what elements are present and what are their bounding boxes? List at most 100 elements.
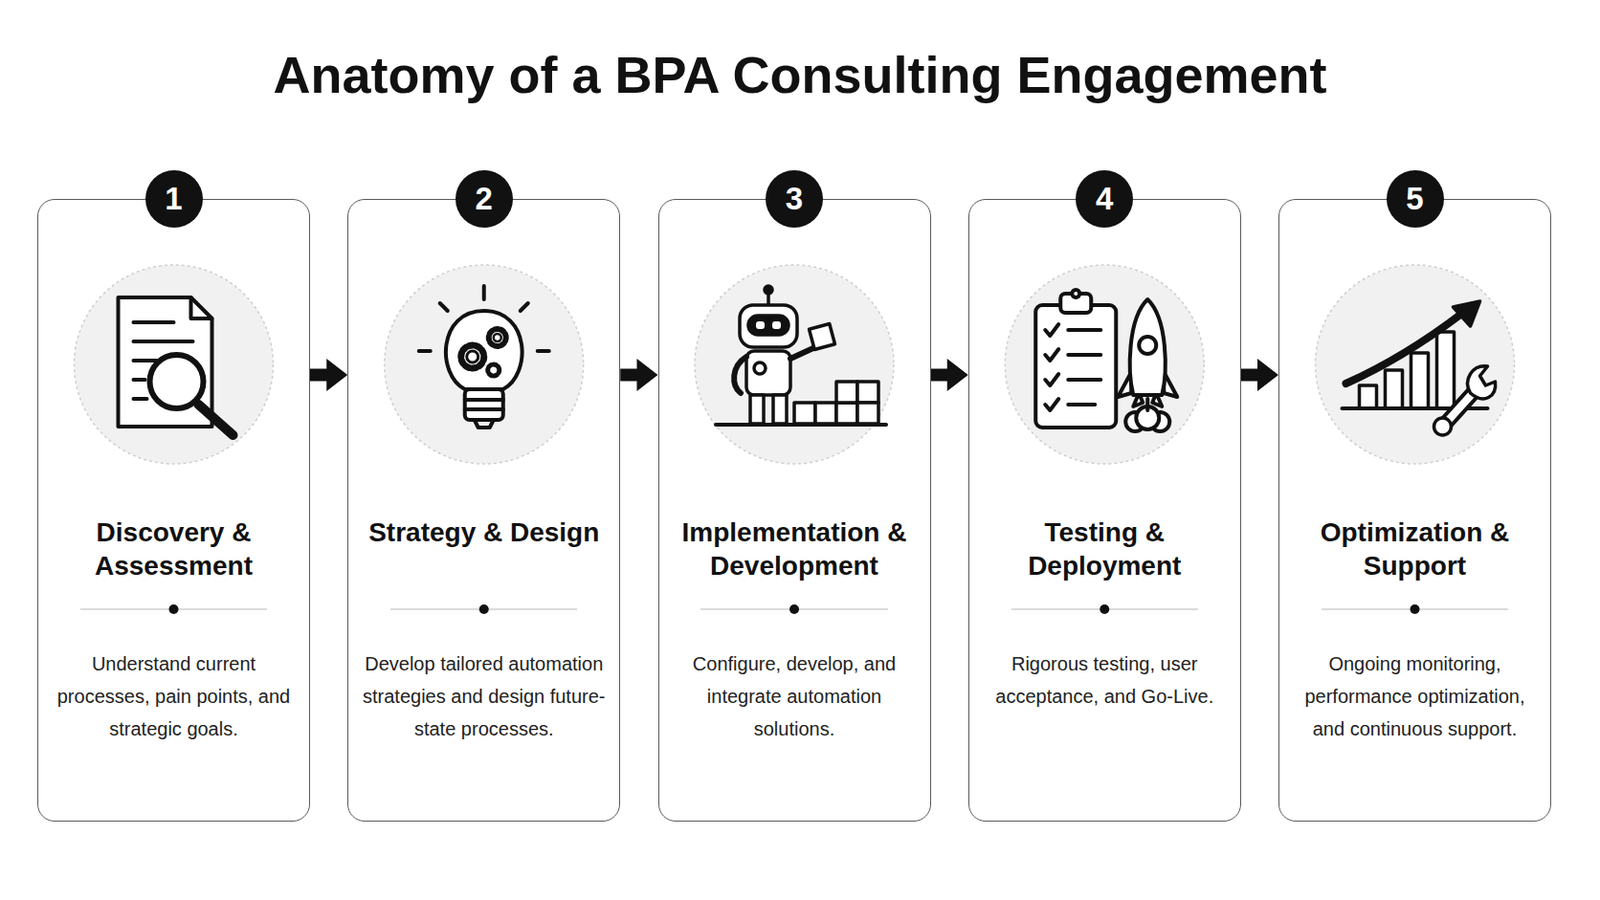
clipboard-rocket-icon xyxy=(1035,289,1178,432)
clipboard-rocket-icon-part xyxy=(1044,324,1059,336)
lightbulb-icon-part xyxy=(440,303,448,312)
clipboard-rocket-icon-part xyxy=(1044,399,1059,411)
clipboard-rocket-icon-part xyxy=(1044,349,1059,361)
robot-icon-part xyxy=(764,286,773,294)
document-search-icon-part xyxy=(133,397,148,401)
robot-icon-part xyxy=(755,321,765,330)
document-search-icon-part xyxy=(199,404,234,436)
growth-chart-icon-part xyxy=(1467,366,1496,400)
clipboard-rocket-icon-part xyxy=(1067,402,1095,407)
robot-icon-part xyxy=(836,402,858,424)
step-number: 1 xyxy=(145,170,203,228)
step-number: 5 xyxy=(1386,170,1445,228)
flow-arrow xyxy=(1241,358,1279,392)
phase-card: Implementation & DevelopmentConfigure, d… xyxy=(658,199,932,823)
robot-icon-part xyxy=(772,321,781,330)
dividers-part xyxy=(169,604,1421,615)
robot-icon xyxy=(715,286,887,425)
document-search-icon-part xyxy=(133,358,157,363)
growth-chart-icon-part xyxy=(1359,385,1378,409)
dividers xyxy=(80,604,1509,615)
lightbulb-icon-part xyxy=(466,351,479,363)
lightbulb-icon-part xyxy=(419,349,431,354)
robot-icon-part xyxy=(754,362,766,375)
clipboard-rocket-icon-part xyxy=(1067,328,1101,333)
growth-chart-icon-part xyxy=(1453,301,1481,327)
clipboard-rocket-icon-part xyxy=(1067,353,1101,357)
dividers-part xyxy=(169,604,179,615)
icon-backdrops-part xyxy=(384,265,584,465)
step-number: 2 xyxy=(455,170,513,228)
phase-heading: Optimization & Support xyxy=(1288,515,1541,583)
step-number: 4 xyxy=(1075,170,1134,228)
lightbulb-icon-part xyxy=(488,329,507,347)
clipboard-rocket-icon-part xyxy=(1067,377,1101,382)
flow-arrow xyxy=(310,358,348,392)
icon-backdrops-part xyxy=(694,265,894,465)
document-search-icon xyxy=(118,297,234,436)
lightbulb-icon xyxy=(419,286,550,428)
robot-icon-part xyxy=(794,402,816,424)
clipboard-rocket-icon-part xyxy=(1138,336,1156,355)
phase-heading: Implementation & Development xyxy=(668,515,921,583)
clipboard-rocket-icon-part xyxy=(1145,399,1150,411)
clipboard-rocket-icon-part xyxy=(1071,289,1080,298)
phase-card: Optimization & SupportOngoing monitoring… xyxy=(1278,199,1552,823)
flow-arrow xyxy=(620,358,658,392)
lightbulb-icon-part xyxy=(488,364,500,377)
phase-card: Discovery & AssessmentUnderstand current… xyxy=(37,199,311,823)
lightbulb-icon-part xyxy=(465,398,504,402)
icon-backdrops-part xyxy=(1315,265,1515,465)
document-search-icon-part xyxy=(133,320,175,325)
dividers-part xyxy=(789,604,800,615)
phase-description: Develop tailored automation strategies a… xyxy=(357,647,610,746)
phase-description: Configure, develop, and integrate automa… xyxy=(668,647,921,746)
document-search-icon-part xyxy=(191,297,213,319)
dividers-part xyxy=(1099,604,1110,615)
dividers-part xyxy=(479,604,489,615)
icon-backdrops-part xyxy=(74,265,274,465)
growth-chart-icon-part xyxy=(1385,370,1403,409)
document-search-icon-part xyxy=(133,339,194,344)
phase-heading: Discovery & Assessment xyxy=(47,515,300,583)
clipboard-rocket-icon-part xyxy=(1035,305,1116,428)
icon-backdrops xyxy=(74,265,1515,465)
robot-icon-part xyxy=(746,351,791,396)
lightbulb-icon-part xyxy=(537,349,550,354)
flow-arrow xyxy=(931,358,969,392)
robot-icon-part xyxy=(857,402,879,424)
phase-description: Ongoing monitoring, performance optimiza… xyxy=(1288,647,1541,746)
dividers-part xyxy=(1410,604,1421,615)
robot-icon-part xyxy=(857,381,879,403)
phase-heading: Testing & Deployment xyxy=(978,515,1231,583)
clipboard-rocket-icon-part xyxy=(1130,299,1166,396)
document-search-icon-part xyxy=(150,355,204,409)
document-search-icon-part xyxy=(133,377,146,382)
page-title: Anatomy of a BPA Consulting Engagement xyxy=(0,44,1600,107)
robot-icon-part xyxy=(739,305,798,348)
robot-icon-part xyxy=(815,402,837,424)
robot-icon-part xyxy=(809,324,836,351)
phase-description: Understand current processes, pain point… xyxy=(47,647,300,746)
robot-icon-part xyxy=(748,315,789,335)
robot-icon-part xyxy=(750,395,764,424)
phase-card: Testing & DeploymentRigorous testing, us… xyxy=(968,199,1242,823)
lightbulb-icon-part xyxy=(482,286,487,300)
lightbulb-icon-part xyxy=(461,345,485,369)
robot-icon-part xyxy=(715,422,887,427)
growth-chart-icon xyxy=(1342,301,1496,436)
step-number: 3 xyxy=(765,170,823,228)
lightbulb-icon-part xyxy=(520,303,529,312)
icon-backdrops-part xyxy=(1004,265,1204,465)
lightbulb-icon-part xyxy=(465,407,504,412)
phase-heading: Strategy & Design xyxy=(357,515,610,550)
lightbulb-icon-part xyxy=(493,333,502,342)
lightbulb-icon-part xyxy=(474,420,494,428)
lightbulb-icon-part xyxy=(465,389,504,421)
phase-description: Rigorous testing, user acceptance, and G… xyxy=(978,647,1231,713)
growth-chart-icon-part xyxy=(1411,353,1429,409)
robot-icon-part xyxy=(733,356,747,394)
